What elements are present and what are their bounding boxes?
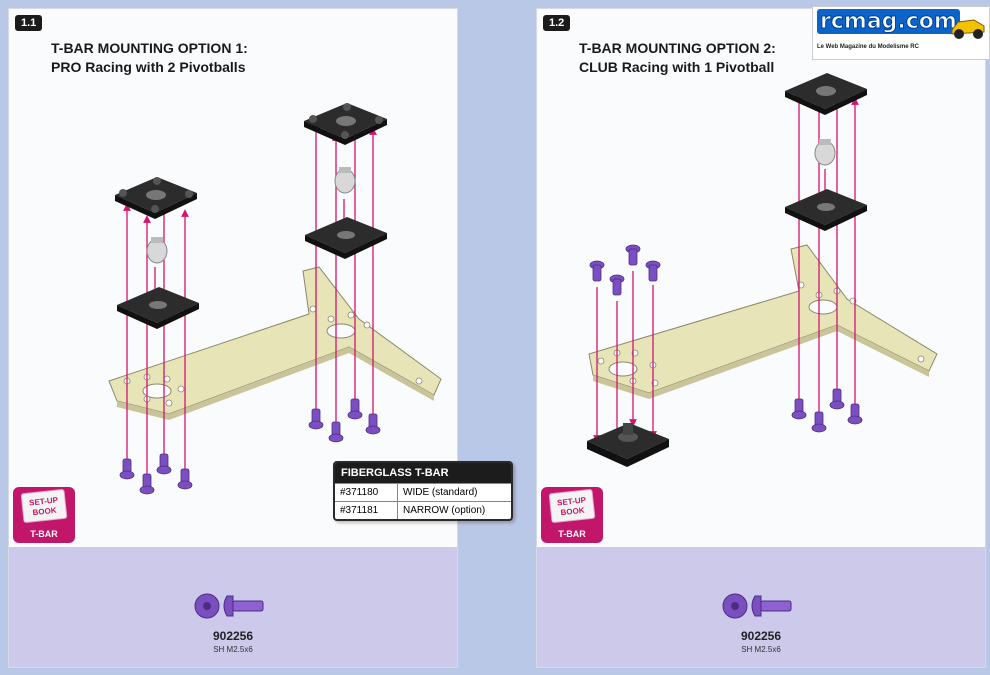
screw-head-icon xyxy=(722,593,748,619)
carbon-mount-top xyxy=(115,177,197,219)
tbar-hole xyxy=(808,299,838,315)
pivotball xyxy=(814,139,836,166)
step-number: 1.2 xyxy=(543,15,571,31)
tbar-hole xyxy=(326,323,356,339)
screw-part-icons xyxy=(722,593,792,619)
setup-book-icon: SET-UP BOOK xyxy=(20,488,68,524)
table-row: #371181 NARROW (option) xyxy=(335,501,511,519)
tbar-hole xyxy=(608,361,638,377)
pivotball xyxy=(146,237,168,264)
fiberglass-tbar-table: FIBERGLASS T-BAR #371180 WIDE (standard)… xyxy=(333,461,513,521)
parts-band: 902256 SH M2.5x6 xyxy=(9,547,457,667)
part-code: #371180 xyxy=(335,484,398,501)
setup-book-badge: SET-UP BOOK T-BAR xyxy=(13,487,75,543)
screws-bottom xyxy=(791,388,863,433)
screws-left xyxy=(119,453,193,495)
rcmag-logo[interactable]: rcmag.com Le Web Magazine du Modelisme R… xyxy=(812,6,990,60)
setup-book-icon: SET-UP BOOK xyxy=(548,488,596,524)
carbon-mount-bottom xyxy=(785,189,867,231)
bottom-mount xyxy=(587,423,669,467)
part-code: #371181 xyxy=(335,502,398,519)
setup-book-badge: SET-UP BOOK T-BAR xyxy=(541,487,603,543)
carbon-mount-bottom xyxy=(117,287,199,329)
setup-book-label: T-BAR xyxy=(558,529,586,539)
setup-book-label: T-BAR xyxy=(30,529,58,539)
part-desc: WIDE (standard) xyxy=(403,487,478,498)
part-description: SH M2.5x6 xyxy=(213,645,253,654)
table-title: FIBERGLASS T-BAR xyxy=(335,463,511,483)
carbon-mount-bottom xyxy=(305,217,387,259)
logo-name: rcmag.com xyxy=(817,9,960,35)
screw-side-icon xyxy=(751,595,792,617)
screws-right xyxy=(308,398,381,443)
part-number: 902256 xyxy=(740,629,782,643)
part-desc: NARROW (option) xyxy=(403,505,486,516)
assembly-diagram xyxy=(587,73,938,467)
table-row: #371180 WIDE (standard) xyxy=(335,483,511,501)
title-line-1: T-BAR MOUNTING OPTION 2: xyxy=(579,40,776,56)
step-number: 1.1 xyxy=(15,15,43,31)
logo-tagline: Le Web Magazine du Modelisme RC xyxy=(817,44,919,50)
title-line-2: CLUB Racing with 1 Pivotball xyxy=(579,59,775,75)
right-instruction-page: 1.2 T-BAR MOUNTING OPTION 2: CLUB Racing… xyxy=(536,8,986,668)
pivotball xyxy=(334,167,356,194)
carbon-mount-top xyxy=(785,73,867,115)
carbon-mount-top xyxy=(304,103,387,145)
tbar-plate xyxy=(108,266,442,415)
title-line-1: T-BAR MOUNTING OPTION 1: xyxy=(51,40,248,56)
screw-head-icon xyxy=(194,593,220,619)
page-title: T-BAR MOUNTING OPTION 1: PRO Racing with… xyxy=(51,39,248,77)
screws-top xyxy=(589,244,661,296)
car-icon xyxy=(951,19,985,39)
left-instruction-page: 1.1 T-BAR MOUNTING OPTION 1: PRO Racing … xyxy=(8,8,458,668)
page-title: T-BAR MOUNTING OPTION 2: CLUB Racing wit… xyxy=(579,39,776,77)
screw-side-icon xyxy=(223,595,264,617)
screw-part-icons xyxy=(194,593,264,619)
parts-band: 902256 SH M2.5x6 xyxy=(537,547,985,667)
assembly-diagram xyxy=(108,103,442,495)
title-line-2: PRO Racing with 2 Pivotballs xyxy=(51,59,246,75)
tbar-plate xyxy=(588,244,938,394)
part-description: SH M2.5x6 xyxy=(741,645,781,654)
part-number: 902256 xyxy=(212,629,254,643)
